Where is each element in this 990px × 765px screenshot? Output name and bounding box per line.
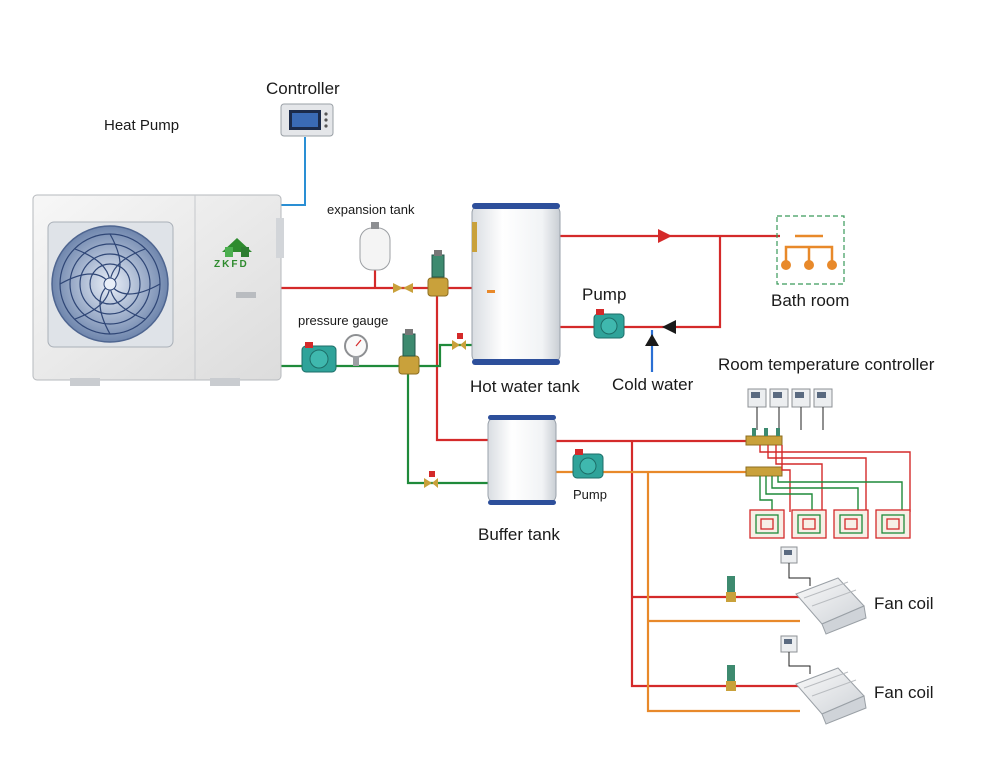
buffer-tank — [487, 415, 557, 505]
valve-return-dhw — [452, 333, 466, 350]
dhw-pump — [593, 309, 625, 339]
bath-room-label: Bath room — [771, 291, 849, 310]
flow-arrow-dhw — [658, 229, 672, 243]
thermostat-icon — [791, 388, 811, 408]
fan-coil-label-1: Fan coil — [874, 594, 934, 613]
pressure-gauge — [344, 334, 368, 366]
flow-arrow-recirc — [662, 320, 676, 334]
fc-valve-2 — [726, 665, 736, 691]
fan-coil-unit-2 — [726, 635, 867, 725]
fan-coil-label-2: Fan coil — [874, 683, 934, 702]
shower-head-icon — [804, 260, 814, 270]
buffer-supply-drop — [630, 441, 800, 688]
shower-head-icon — [827, 260, 837, 270]
manifold-return — [745, 466, 783, 477]
expansion-tank — [359, 222, 391, 271]
thermostat-icon — [780, 635, 798, 653]
floor-coil-icon — [749, 509, 785, 539]
floor-coils — [749, 509, 911, 539]
buffer-tank-label: Buffer tank — [478, 525, 560, 544]
heat-pump-label: Heat Pump — [104, 117, 179, 134]
thermostat-icon — [780, 546, 798, 564]
controller-signal-wire — [277, 137, 306, 206]
controller — [280, 103, 334, 137]
valve-supply-1 — [393, 283, 413, 293]
dhw-recirculation-pipe — [560, 236, 722, 329]
expansion-tank-label: expansion tank — [327, 202, 415, 217]
thermostat-icon — [769, 388, 789, 408]
floor-coil-icon — [791, 509, 827, 539]
buffer-pump — [572, 449, 604, 479]
flow-arrow-cold — [645, 334, 659, 346]
pump-label-dhw: Pump — [582, 285, 626, 304]
pressure-gauge-label: pressure gauge — [298, 313, 388, 328]
thermostat-icon — [747, 388, 767, 408]
floor-coil-icon — [875, 509, 911, 539]
circulation-pump-main — [301, 342, 337, 373]
room-temp-controller-label: Room temperature controller — [718, 355, 935, 374]
floor-coil-icon — [833, 509, 869, 539]
valve-buffer-return — [424, 471, 438, 488]
bath-room — [776, 215, 845, 285]
cold-water-label: Cold water — [612, 375, 694, 394]
logo-text: ZKFD — [214, 259, 249, 270]
hot-supply-pipe-to-buffer — [435, 288, 492, 442]
three-way-valve-dhw — [427, 250, 449, 297]
manifold-supply — [745, 428, 783, 446]
hot-water-tank-label: Hot water tank — [470, 377, 580, 396]
fan-coil-unit-1 — [726, 546, 867, 635]
room-thermostats — [747, 388, 833, 430]
heat-pump-unit: ZKFD — [32, 194, 284, 386]
hot-water-tank — [471, 203, 561, 365]
buffer-return-drop — [646, 472, 800, 713]
pump-label-buffer: Pump — [573, 487, 607, 502]
controller-label: Controller — [266, 79, 340, 98]
zkfd-logo — [222, 238, 252, 257]
underfloor-heating-loops — [759, 445, 911, 512]
fc-valve-1 — [726, 576, 736, 602]
thermostat-icon — [813, 388, 833, 408]
three-way-valve-return — [398, 329, 420, 375]
green-return-pipe-buffer — [406, 366, 492, 485]
shower-head-icon — [781, 260, 791, 270]
